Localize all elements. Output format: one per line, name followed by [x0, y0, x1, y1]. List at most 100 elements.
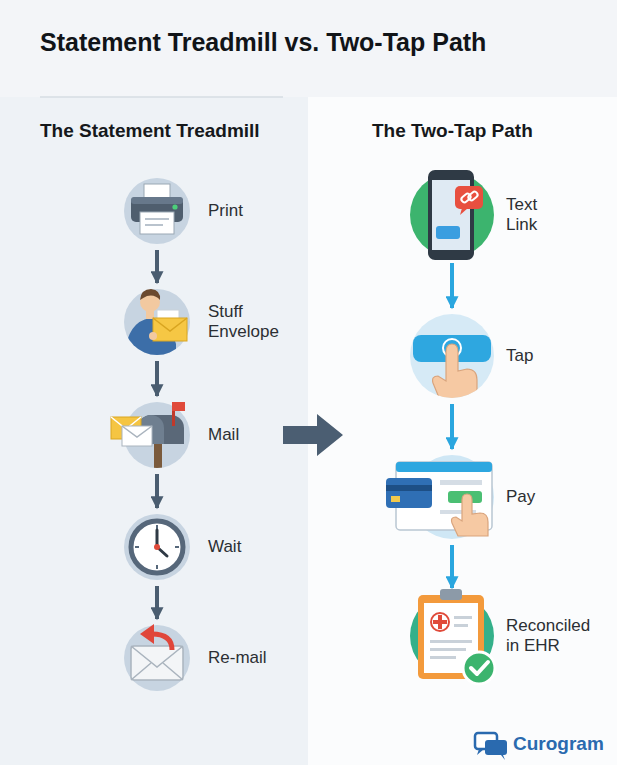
mailbox-icon-part	[172, 404, 175, 426]
payment-window-icon-part	[386, 478, 432, 508]
person-envelope-icon-part	[153, 318, 187, 331]
printer-icon-part	[131, 197, 183, 204]
step-label: Pay	[506, 487, 586, 507]
clipboard-check-icon-part	[438, 615, 442, 629]
person-envelope-icon-part	[124, 310, 176, 360]
payment-window-icon-part	[396, 462, 492, 530]
clipboard-check-icon-part	[431, 613, 449, 631]
person-envelope-icon	[124, 289, 187, 360]
tap-button-icon-part	[433, 344, 477, 400]
tap-button-icon-part	[413, 335, 491, 362]
mailbox-icon-part	[138, 415, 184, 444]
logo-icon	[475, 733, 507, 760]
printer-icon	[131, 184, 183, 234]
tap-button-icon	[413, 335, 491, 400]
mailbox-icon-part-part	[154, 440, 162, 472]
printer-icon-part	[140, 212, 174, 234]
step-label: Reconciled in EHR	[506, 616, 600, 656]
step-circle	[124, 514, 190, 580]
step-node: Stuff Envelope	[124, 289, 290, 355]
step-label: Mail	[208, 425, 290, 445]
mailbox-icon	[111, 402, 185, 472]
clock-icon-part	[175, 546, 179, 548]
clipboard-check-icon-part	[454, 624, 468, 627]
diagram-title: Statement Treadmill vs. Two-Tap Path	[40, 28, 486, 57]
title-divider	[40, 96, 283, 98]
step-circle	[124, 289, 190, 355]
step-node: Pay	[410, 455, 586, 539]
tap-button-icon-part-part	[433, 344, 477, 400]
right-column-background	[308, 97, 617, 765]
tap-button-icon-part	[443, 339, 461, 357]
step-node: Re-mail	[124, 625, 290, 691]
phone-link-icon-part	[436, 226, 460, 239]
phone-link-icon-part	[467, 190, 479, 201]
left-column-background	[0, 97, 308, 765]
payment-window-icon-part	[386, 485, 432, 491]
step-label: Re-mail	[208, 648, 290, 668]
mailbox-icon-part	[111, 417, 141, 429]
payment-window-icon-part	[391, 496, 400, 502]
step-label: Print	[208, 201, 290, 221]
return-envelope-icon-part	[131, 663, 183, 680]
phone-link-icon	[428, 170, 483, 260]
flow-arrow	[155, 250, 159, 283]
payment-window-icon	[386, 462, 492, 536]
column-panel: The Statement TreadmillPrintStuff Envelo…	[0, 105, 283, 765]
step-circle	[124, 625, 190, 691]
step-label: Tap	[506, 346, 586, 366]
flow-arrow	[450, 404, 454, 449]
printer-icon-part	[131, 197, 183, 222]
clock-icon-part	[156, 565, 158, 569]
phone-link-icon-part	[428, 170, 474, 260]
step-node: Wait	[124, 514, 290, 580]
person-envelope-icon-part	[140, 292, 160, 312]
printer-icon-part	[145, 218, 169, 220]
flow-arrow	[155, 361, 159, 396]
clipboard-check-icon-part	[430, 640, 472, 643]
step-circle	[410, 173, 494, 257]
transition-arrow	[283, 414, 343, 456]
logo-icon-part	[485, 740, 507, 755]
brand-name: Curogram	[513, 733, 604, 755]
clipboard-check-icon-part	[440, 589, 462, 600]
logo-icon-part	[501, 755, 505, 760]
flow-arrow	[450, 263, 454, 308]
printer-icon-part	[145, 224, 163, 226]
return-envelope-icon-part	[131, 646, 183, 680]
person-envelope-icon-part	[153, 318, 187, 341]
clock-icon	[131, 521, 183, 573]
column-heading: The Two-Tap Path	[372, 120, 533, 142]
payment-window-icon-part	[448, 491, 482, 503]
column-heading: The Statement Treadmill	[40, 120, 260, 142]
printer-icon-part	[144, 184, 170, 200]
step-circle	[410, 594, 494, 678]
clock-icon-part	[154, 544, 160, 550]
step-circle	[410, 455, 494, 539]
step-label: Stuff Envelope	[208, 302, 290, 342]
step-node: Reconciled in EHR	[410, 594, 600, 678]
payment-window-icon-part	[440, 510, 476, 514]
person-envelope-icon-part-part	[146, 310, 154, 319]
person-envelope-icon-part	[140, 289, 160, 300]
step-node: Text Link	[410, 173, 552, 257]
clock-icon-part	[157, 547, 167, 556]
clock-icon-part	[156, 530, 159, 547]
clock-icon-part	[135, 546, 139, 548]
person-envelope-icon-part	[157, 310, 179, 326]
mailbox-icon-part	[138, 415, 164, 444]
column-panel: The Two-Tap PathText LinkTapPayReconcile…	[343, 105, 617, 765]
step-circle	[124, 402, 190, 468]
clock-icon-part	[131, 521, 183, 573]
mailbox-icon-part	[111, 417, 141, 439]
payment-window-icon-part	[440, 480, 482, 485]
mailbox-icon-part	[172, 402, 185, 411]
clipboard-check-icon	[418, 589, 495, 684]
step-label: Wait	[208, 537, 290, 557]
clipboard-check-icon-part	[454, 616, 472, 619]
mailbox-icon-part	[154, 440, 162, 472]
step-node: Print	[124, 178, 290, 244]
logo-icon-part	[477, 749, 484, 755]
